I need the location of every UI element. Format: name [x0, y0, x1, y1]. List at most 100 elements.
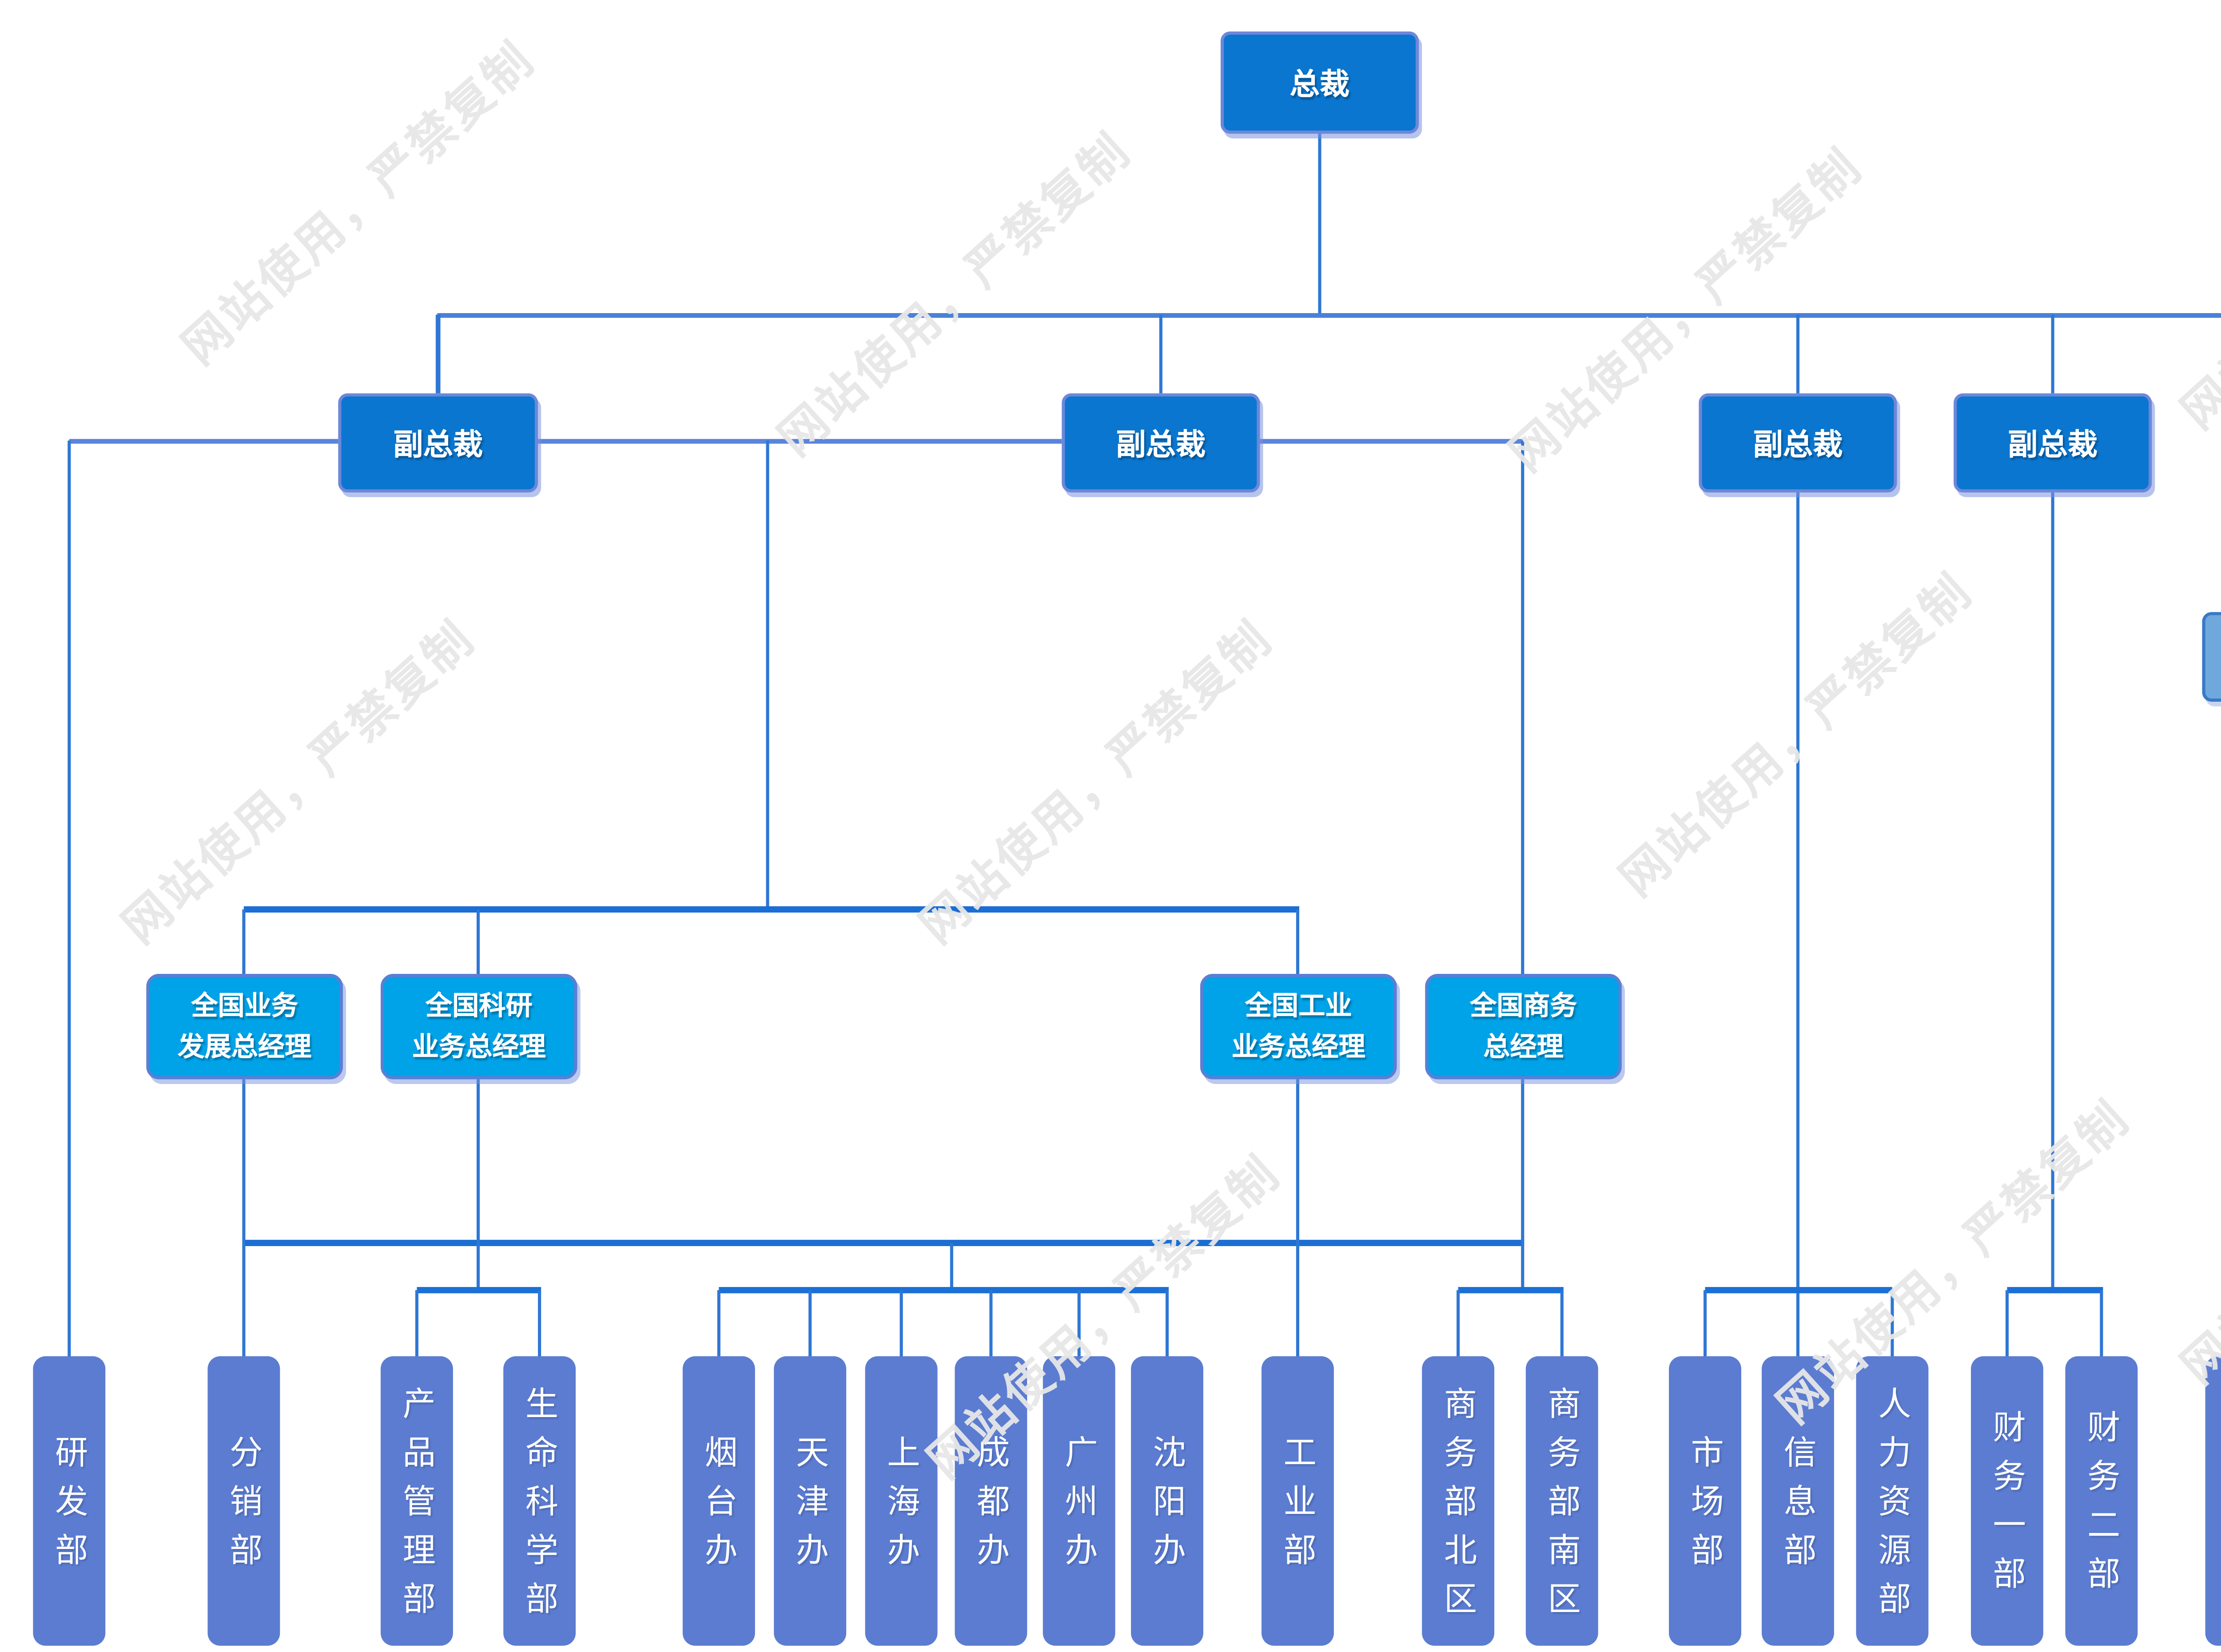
- connector-line: [719, 1287, 1169, 1293]
- node-label: 研发部: [51, 1434, 88, 1581]
- watermark-text: 网站使用，严禁复制: [2173, 1052, 2221, 1394]
- connector-line: [69, 438, 338, 443]
- connector-line: [538, 438, 1062, 443]
- connector-line: [437, 312, 2221, 317]
- connector-line: [417, 1287, 541, 1293]
- org-node-vp-4[interactable]: 副总裁: [1954, 393, 2152, 492]
- org-node-dept[interactable]: 广州办: [1043, 1356, 1115, 1646]
- node-label: 信息部: [1779, 1434, 1816, 1581]
- org-node-vp-1[interactable]: 副总裁: [338, 393, 538, 492]
- node-label: 烟台办: [701, 1434, 737, 1581]
- node-label: 业务总经理: [1231, 1031, 1365, 1061]
- connector-line: [1703, 1290, 1707, 1356]
- node-label: 总经理: [1483, 1031, 1564, 1061]
- watermark-text: 网站使用，严禁复制: [1611, 564, 1983, 907]
- connector-line: [1891, 1290, 1894, 1356]
- org-node-vp-3[interactable]: 副总裁: [1699, 393, 1897, 492]
- node-label: 天津办: [792, 1434, 828, 1581]
- watermark-text: 网站使用，严禁复制: [911, 612, 1283, 954]
- connector-line: [950, 1243, 954, 1291]
- org-node-dept[interactable]: 分销部: [207, 1356, 280, 1646]
- connector-line: [436, 314, 440, 393]
- org-node-dept[interactable]: 人力资源部: [1856, 1356, 1929, 1646]
- connector-line: [808, 1290, 812, 1356]
- org-node-dept[interactable]: 商务部北区: [1422, 1356, 1495, 1646]
- org-node-dept[interactable]: 上海办: [865, 1356, 938, 1646]
- connector-line: [242, 1079, 246, 1356]
- org-node-dept[interactable]: 商务部南区: [1525, 1356, 1598, 1646]
- node-label: 商务部南区: [1544, 1385, 1580, 1629]
- watermark-text: 网站使用，严禁复制: [173, 33, 545, 375]
- connector-line: [242, 909, 246, 974]
- connector-line: [766, 441, 769, 909]
- org-node-dept[interactable]: 生命科学部: [503, 1356, 576, 1646]
- connector-line: [1520, 1079, 1524, 1291]
- connector-line: [1796, 314, 1800, 393]
- org-node-assistant[interactable]: 总裁助理: [2202, 612, 2221, 702]
- connector-line: [2051, 314, 2054, 393]
- node-label: 发展总经理: [178, 1031, 312, 1061]
- org-node-president[interactable]: 总裁: [1220, 31, 1419, 134]
- org-node-dept[interactable]: 烟台办: [682, 1356, 755, 1646]
- node-label: 副总裁: [393, 429, 483, 463]
- node-label: 商务部北区: [1440, 1385, 1477, 1629]
- org-node-dept[interactable]: 研发部: [33, 1356, 106, 1646]
- org-node-dept[interactable]: 成都办: [955, 1356, 1027, 1646]
- org-node-dept[interactable]: 办公室: [2205, 1356, 2221, 1646]
- node-label: 财务二部: [2083, 1410, 2120, 1605]
- node-label: 市场部: [1687, 1434, 1723, 1581]
- connector-line: [1796, 492, 1800, 1356]
- node-label: 沈阳办: [1149, 1434, 1186, 1581]
- org-node-dept[interactable]: 市场部: [1669, 1356, 1741, 1646]
- connector-line: [1520, 441, 1524, 974]
- org-node-vp-2[interactable]: 副总裁: [1062, 393, 1260, 492]
- connector-line: [476, 909, 480, 974]
- connector-line: [2005, 1290, 2009, 1356]
- org-node-dept[interactable]: 天津办: [774, 1356, 847, 1646]
- node-label: 副总裁: [1116, 429, 1206, 463]
- connector-line: [537, 1290, 541, 1356]
- connector-line: [1296, 1079, 1300, 1356]
- node-label: 副总裁: [1753, 429, 1843, 463]
- watermark-text: 网站使用，严禁复制: [2173, 97, 2221, 440]
- org-node-dept[interactable]: 产品管理部: [380, 1356, 453, 1646]
- node-label: 全国科研: [425, 991, 533, 1021]
- node-label: 生命科学部: [521, 1385, 558, 1629]
- connector-line: [1318, 134, 1321, 315]
- org-node-gm-3[interactable]: 全国工业 业务总经理: [1200, 974, 1397, 1080]
- node-label: 工业部: [1279, 1434, 1316, 1581]
- watermark-text: 网站使用，严禁复制: [113, 612, 486, 954]
- connector-line: [1159, 314, 1163, 393]
- connector-line: [415, 1290, 419, 1356]
- org-node-gm-2[interactable]: 全国科研 业务总经理: [380, 974, 577, 1080]
- org-node-dept[interactable]: 工业部: [1261, 1356, 1334, 1646]
- connector-line: [243, 906, 1299, 913]
- connector-line: [1296, 909, 1300, 974]
- connector-line: [2051, 492, 2054, 1291]
- connector-line: [1077, 1290, 1081, 1356]
- node-label: 成都办: [973, 1434, 1009, 1581]
- node-label: 副总裁: [2008, 429, 2098, 463]
- connector-line: [1260, 438, 1524, 443]
- node-label: 广州办: [1061, 1434, 1097, 1581]
- node-label: 产品管理部: [398, 1385, 435, 1629]
- connector-line: [1165, 1290, 1169, 1356]
- node-label: 财务一部: [1989, 1410, 2026, 1605]
- org-node-dept[interactable]: 信息部: [1762, 1356, 1834, 1646]
- org-node-dept[interactable]: 财务二部: [2065, 1356, 2138, 1646]
- node-label: 全国商务: [1470, 991, 1577, 1021]
- connector-line: [1456, 1290, 1460, 1356]
- connector-line: [1560, 1290, 1564, 1356]
- org-node-dept[interactable]: 财务一部: [1970, 1356, 2043, 1646]
- connector-line: [1458, 1287, 1564, 1293]
- connector-line: [989, 1290, 993, 1356]
- org-node-gm-4[interactable]: 全国商务 总经理: [1425, 974, 1622, 1080]
- connector-line: [2007, 1287, 2103, 1293]
- node-label: 上海办: [883, 1434, 919, 1581]
- connector-line: [717, 1290, 721, 1356]
- node-label: 业务总经理: [412, 1031, 546, 1061]
- org-node-dept[interactable]: 沈阳办: [1131, 1356, 1203, 1646]
- org-node-gm-1[interactable]: 全国业务 发展总经理: [146, 974, 343, 1080]
- node-label: 总裁: [1290, 69, 1350, 103]
